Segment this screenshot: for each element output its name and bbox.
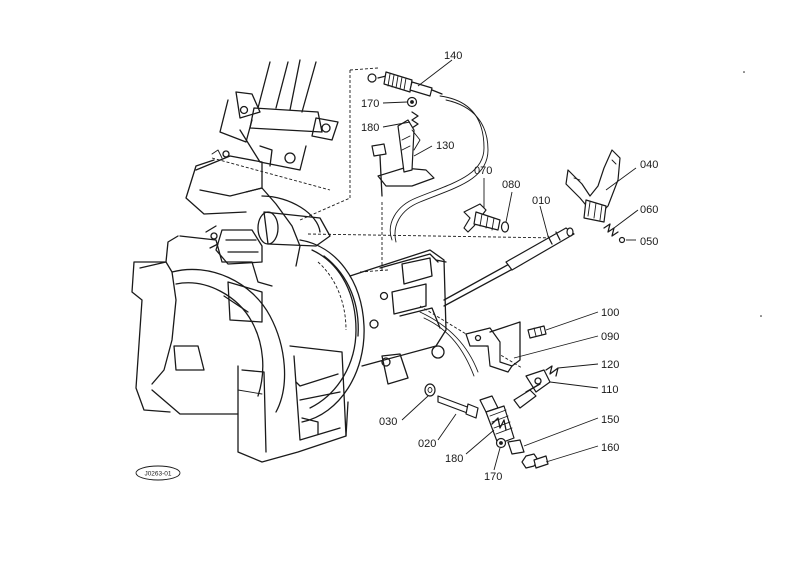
callout-030: 030	[379, 416, 397, 428]
part-140-cable	[367, 71, 443, 97]
part-090-bracket	[465, 321, 521, 373]
part-130-bracket	[377, 119, 435, 187]
part-170-washer-top	[406, 96, 418, 108]
part-050-pin	[618, 236, 626, 244]
engine-assembly	[131, 59, 559, 463]
part-100-bolt	[527, 325, 547, 339]
callout-050: 050	[640, 236, 658, 248]
part-120-spring	[545, 365, 559, 377]
callout-020: 020	[418, 438, 436, 450]
part-080-pin	[500, 221, 510, 233]
part-020-bolt	[437, 395, 479, 419]
part-170-washer-lower	[495, 437, 507, 449]
callout-040: 040	[640, 159, 658, 171]
part-070-arm	[463, 203, 501, 233]
callout-labels: 140 170 180 130 070 080 010 040 060 050 …	[361, 50, 658, 483]
part-040-fork	[565, 149, 621, 223]
leader-lines	[382, 59, 639, 471]
callout-060: 060	[640, 204, 658, 216]
callout-120: 120	[601, 359, 619, 371]
part-010-rod	[505, 227, 575, 271]
callout-110: 110	[601, 384, 619, 396]
part-110-lever	[513, 369, 551, 409]
part-060-spring	[603, 223, 619, 237]
callout-170-top: 170	[361, 98, 379, 110]
callout-140: 140	[444, 50, 462, 62]
drawing-reference-code: J0263-01	[144, 471, 171, 478]
callout-090: 090	[601, 331, 619, 343]
part-180-spring-top	[411, 111, 419, 129]
callout-160: 160	[601, 442, 619, 454]
callout-070: 070	[474, 165, 492, 177]
bolt-130	[371, 143, 387, 197]
callout-080: 080	[502, 179, 520, 191]
callout-180-top: 180	[361, 122, 379, 134]
scan-speck	[760, 315, 762, 317]
part-180-spring-lower	[491, 417, 507, 431]
part-030-washer	[424, 383, 436, 397]
callout-170-lower: 170	[484, 471, 502, 483]
callout-130: 130	[436, 140, 454, 152]
part-160-nut	[521, 453, 549, 469]
callout-100: 100	[601, 307, 619, 319]
callout-180-lower: 180	[445, 453, 463, 465]
callout-010: 010	[532, 195, 550, 207]
drawing-reference-badge: J0263-01	[135, 465, 181, 481]
scan-speck	[743, 71, 745, 73]
callout-150: 150	[601, 414, 619, 426]
